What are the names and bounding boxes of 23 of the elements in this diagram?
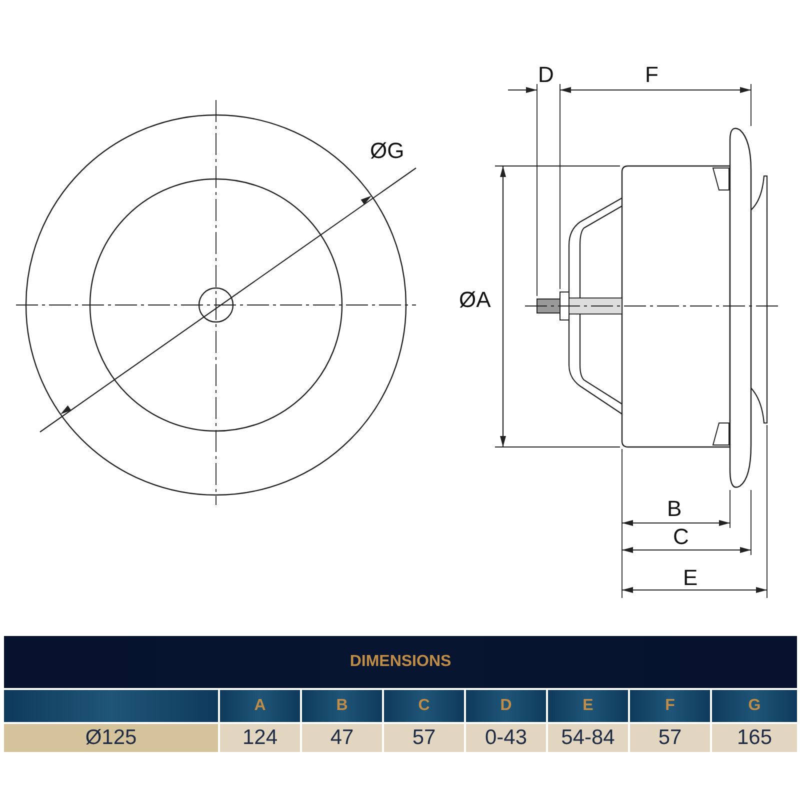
column-header: B — [302, 690, 382, 722]
column-header: D — [466, 690, 546, 722]
table-cell: 57 — [630, 724, 710, 752]
dimension-label: B — [667, 498, 682, 520]
dimension-label: C — [673, 526, 689, 548]
column-header: F — [630, 690, 710, 722]
table-cell: 165 — [712, 724, 797, 752]
dimension-label: ØG — [370, 140, 404, 162]
dimension-label: E — [683, 567, 698, 589]
row-label: Ø125 — [4, 724, 218, 752]
table-cell: 0-43 — [466, 724, 546, 752]
dimension-label: ØA — [459, 289, 491, 311]
table-cell: 54-84 — [548, 724, 628, 752]
dimension-label: D — [538, 64, 554, 86]
column-header: E — [548, 690, 628, 722]
column-header: C — [384, 690, 464, 722]
dimension-label: F — [645, 64, 658, 86]
table-title: DIMENSIONS — [4, 636, 797, 688]
table-cell: 124 — [220, 724, 300, 752]
column-header: A — [220, 690, 300, 722]
table-cell: 57 — [384, 724, 464, 752]
table-cell: 47 — [302, 724, 382, 752]
column-header: G — [712, 690, 797, 722]
